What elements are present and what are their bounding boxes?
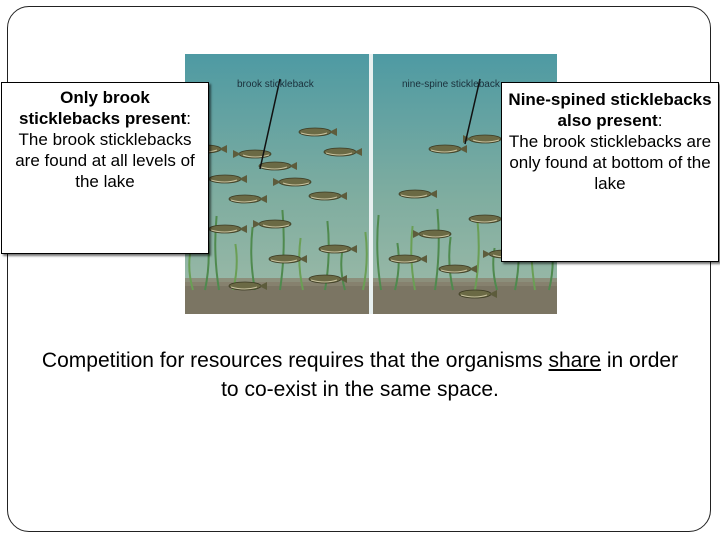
stickleback-fish bbox=[228, 194, 267, 204]
stickleback-fish bbox=[308, 191, 347, 201]
left-callout-colon: : bbox=[186, 109, 191, 128]
stickleback-fish bbox=[438, 264, 477, 274]
stickleback-fish bbox=[228, 281, 267, 291]
statement-part-1: Competition for resources requires that … bbox=[41, 349, 549, 372]
stickleback-fish bbox=[208, 224, 247, 234]
left-illustration-label: brook stickleback bbox=[237, 79, 315, 90]
divider-line bbox=[369, 54, 373, 314]
statement-emphasis: share bbox=[548, 349, 602, 372]
weed-stem bbox=[376, 214, 382, 291]
right-callout: Nine-spined sticklebacks also present: T… bbox=[501, 82, 719, 262]
stickleback-fish bbox=[258, 161, 297, 171]
weed-stem bbox=[279, 209, 285, 291]
stickleback-fish bbox=[298, 127, 337, 137]
left-label-pointer bbox=[259, 78, 281, 170]
weed-stem bbox=[298, 237, 304, 291]
stickleback-fish bbox=[398, 189, 437, 199]
left-callout: Only brook sticklebacks present: The bro… bbox=[1, 82, 209, 254]
stickleback-fish bbox=[253, 219, 292, 229]
right-label-pointer bbox=[464, 78, 481, 145]
right-callout-body: The brook sticklebacks are only found at… bbox=[508, 132, 712, 193]
stickleback-fish bbox=[318, 244, 357, 254]
stickleback-fish bbox=[323, 147, 362, 157]
weed-stem bbox=[324, 220, 330, 291]
weed-stem bbox=[214, 215, 220, 291]
weed-stem bbox=[434, 208, 440, 291]
stickleback-fish bbox=[388, 254, 427, 264]
weed-stem bbox=[394, 242, 400, 291]
weed-stem bbox=[474, 219, 480, 291]
left-callout-body: The brook sticklebacks are found at all … bbox=[15, 130, 195, 191]
weed-stem bbox=[448, 236, 454, 291]
statement-part-2: in order to co-exist in the same space. bbox=[221, 349, 679, 401]
stickleback-fish bbox=[458, 289, 497, 299]
stickleback-fish bbox=[428, 144, 467, 154]
left-callout-heading: Only brook sticklebacks present bbox=[19, 88, 187, 128]
lake-scene: brook stickleback nine-spine stickleback bbox=[185, 54, 557, 314]
right-callout-colon: : bbox=[657, 111, 663, 130]
competition-statement: Competition for resources requires that … bbox=[40, 346, 680, 404]
right-illustration-label: nine-spine stickleback bbox=[402, 79, 501, 90]
stickleback-fish bbox=[208, 174, 247, 184]
stickleback-fish bbox=[268, 254, 307, 264]
stickleback-fish bbox=[273, 177, 312, 187]
stickleback-fish bbox=[413, 229, 452, 239]
stickleback-fish bbox=[308, 274, 347, 284]
stickleback-illustration: brook stickleback nine-spine stickleback bbox=[185, 54, 557, 314]
right-callout-heading: Nine-spined sticklebacks also present bbox=[508, 90, 712, 130]
weed-stem bbox=[362, 231, 368, 291]
